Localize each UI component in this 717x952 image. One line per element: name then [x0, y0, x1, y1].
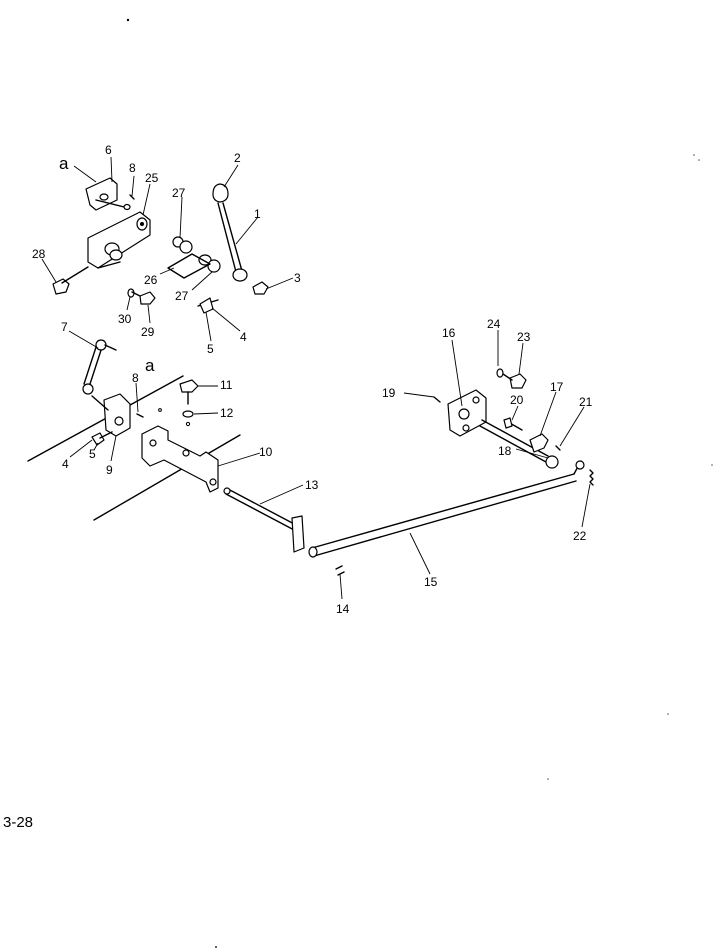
label-part-4-upper: 4 — [240, 330, 247, 344]
label-part-16: 16 — [442, 326, 456, 340]
label-part-29: 29 — [141, 325, 155, 339]
label-part-2: 2 — [234, 151, 241, 165]
label-part-13: 13 — [305, 478, 319, 492]
upper-bracket-assembly — [52, 177, 156, 305]
bracket-10 — [141, 379, 219, 493]
label-part-1: 1 — [254, 207, 261, 221]
lower-link-assembly — [82, 339, 144, 446]
leader-lines — [41, 156, 591, 600]
lever-assembly — [167, 183, 269, 314]
label-part-10: 10 — [259, 445, 273, 459]
label-part-25: 25 — [145, 171, 159, 185]
label-part-4-lower: 4 — [62, 457, 69, 471]
label-part-19: 19 — [382, 386, 396, 400]
label-part-15: 15 — [424, 575, 438, 589]
label-part-8-upper: 8 — [129, 161, 136, 175]
label-part-21: 21 — [579, 395, 593, 409]
right-plate-assembly — [433, 368, 561, 469]
label-part-30: 30 — [118, 312, 132, 326]
label-part-12: 12 — [220, 406, 234, 420]
label-part-26: 26 — [144, 273, 158, 287]
label-part-11: 11 — [220, 378, 233, 392]
shaft-13 — [223, 487, 305, 553]
label-part-22: 22 — [573, 529, 587, 543]
label-part-24: 24 — [487, 317, 501, 331]
label-part-23: 23 — [517, 330, 531, 344]
label-part-6: 6 — [105, 143, 112, 157]
label-part-27-upper: 27 — [172, 186, 186, 200]
label-part-27-lower: 27 — [175, 289, 189, 303]
label-part-28: 28 — [32, 247, 46, 261]
label-part-7: 7 — [61, 320, 68, 334]
ref-a-lower: a — [145, 356, 155, 375]
label-part-17: 17 — [550, 380, 564, 394]
scan-specks — [126, 18, 713, 948]
label-part-9: 9 — [106, 463, 113, 477]
page-number: 3-28 — [3, 814, 34, 831]
callout-labels: a a 1 2 3 4 5 6 7 8 8 9 10 11 12 13 14 1… — [32, 143, 593, 616]
frame-lines — [27, 375, 241, 521]
label-part-14: 14 — [336, 602, 350, 616]
label-part-5-upper: 5 — [207, 342, 214, 356]
label-part-18: 18 — [498, 444, 512, 458]
label-part-20: 20 — [510, 393, 524, 407]
ref-a-upper: a — [59, 154, 69, 173]
label-part-3: 3 — [294, 271, 301, 285]
rod-15 — [308, 460, 594, 576]
label-part-5-lower: 5 — [89, 447, 96, 461]
label-part-8-lower: 8 — [132, 371, 139, 385]
